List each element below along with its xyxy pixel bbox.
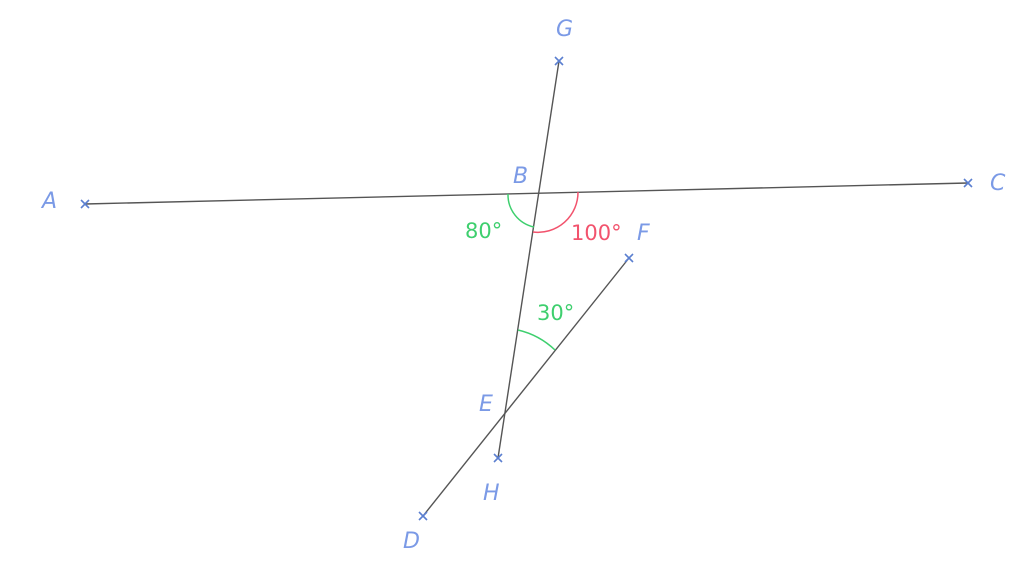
point-label-C: C — [990, 171, 1006, 196]
point-label-D: D — [403, 529, 420, 554]
point-label-G: G — [556, 17, 573, 42]
angle-arc-HBC — [532, 191, 579, 234]
angle-label-GEF: 30° — [537, 301, 574, 325]
point-label-B: B — [513, 164, 528, 189]
line-DF — [422, 257, 630, 517]
point-label-H: H — [483, 481, 500, 506]
point-label-E: E — [479, 392, 493, 417]
point-marker-A — [80, 199, 90, 209]
angle-arc-GEF — [517, 329, 556, 351]
angle-arc-ABH — [507, 193, 535, 228]
angle-label-HBC: 100° — [571, 221, 622, 245]
point-marker-C — [963, 178, 973, 188]
point-marker-H — [493, 453, 503, 463]
point-marker-D — [418, 511, 428, 521]
point-label-F: F — [637, 221, 650, 246]
point-marker-F — [624, 253, 634, 263]
line-GH — [497, 60, 560, 459]
angle-label-ABH: 80° — [465, 219, 502, 243]
point-label-A: A — [40, 189, 57, 214]
point-marker-G — [554, 56, 564, 66]
line-AC — [84, 182, 969, 205]
